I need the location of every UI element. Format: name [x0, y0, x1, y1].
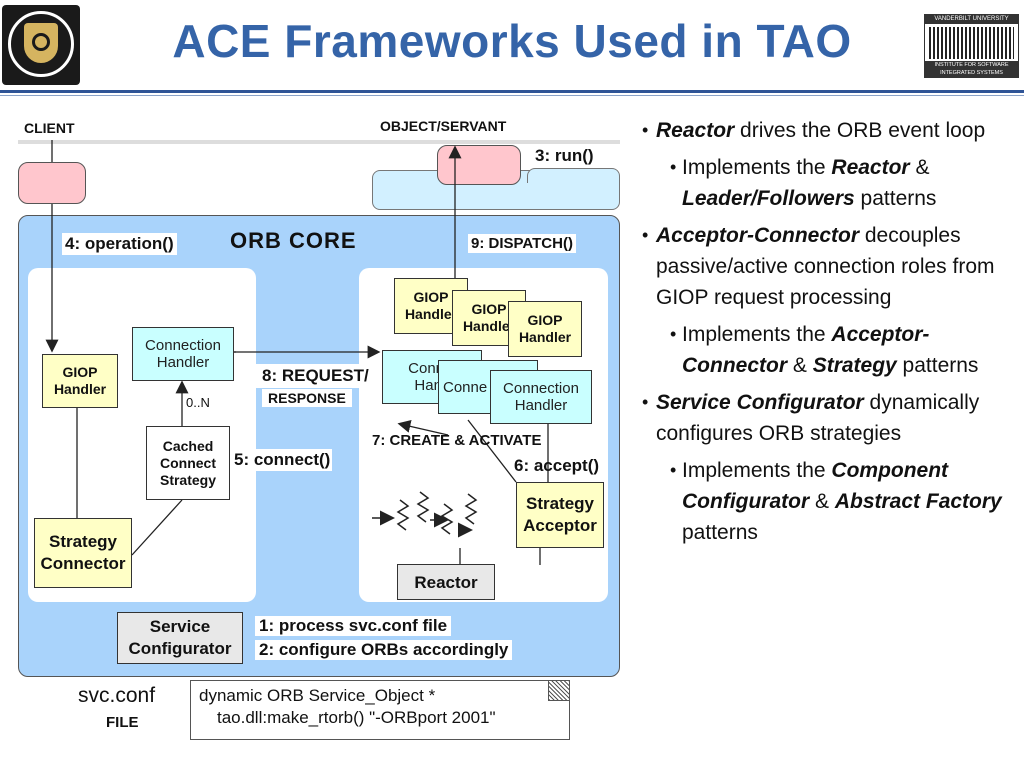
- accept-step-label: 6: accept(): [514, 456, 600, 475]
- process-svc-conf-step: 1: process svc.conf file: [255, 616, 452, 636]
- strategy-connector: Strategy Connector: [34, 518, 132, 588]
- header-rule: [0, 90, 1024, 93]
- connect-step-label: 5: connect(): [232, 449, 333, 471]
- operation-step-label: 4: operation(): [62, 233, 177, 255]
- subbullet-acceptor-connector: Implements the Acceptor-Connector & Stra…: [640, 319, 1016, 381]
- servant-label: OBJECT/SERVANT: [380, 118, 507, 134]
- strategy-acceptor: Strategy Acceptor: [516, 482, 604, 548]
- svc-conf-label: svc.conf: [78, 684, 156, 707]
- conf-line-1: dynamic ORB Service_Object *: [199, 686, 436, 705]
- run-step-label: 3: run(): [535, 146, 594, 165]
- slide-title: ACE Frameworks Used in TAO: [172, 15, 852, 67]
- reactor-box: Reactor: [397, 564, 495, 600]
- dispatch-step-label: 9: DISPATCH(): [468, 234, 576, 253]
- orb-core-title: ORB CORE: [230, 228, 357, 253]
- file-label: FILE: [106, 714, 139, 731]
- conf-line-2: tao.dll:make_rtorb() "-ORBport 2001": [217, 708, 496, 727]
- connection-handler-client: Connection Handler: [132, 327, 234, 381]
- servant-region-tab: [527, 168, 620, 183]
- multiplicity-label: 0..N: [186, 395, 210, 410]
- cached-connect-strategy: Cached Connect Strategy: [146, 426, 230, 500]
- isis-logo: VANDERBILT UNIVERSITY INSTITUTE FOR SOFT…: [924, 14, 1019, 78]
- create-activate-label: 7: CREATE & ACTIVATE: [372, 432, 542, 449]
- request-step-label: 8: REQUEST/: [256, 364, 375, 388]
- diagram-connectors: [45, 140, 549, 565]
- svc-conf-file-contents: dynamic ORB Service_Object * tao.dll:mak…: [190, 680, 570, 740]
- giop-handler-server-3: GIOP Handler: [508, 301, 582, 357]
- bullet-list: Reactor drives the ORB event loop Implem…: [640, 115, 1016, 554]
- giop-handler-client: GIOP Handler: [42, 354, 118, 408]
- service-configurator-box: Service Configurator: [117, 612, 243, 664]
- file-dogear-icon: [548, 681, 569, 701]
- vanderbilt-seal-logo: [2, 5, 80, 85]
- bullet-reactor: Reactor drives the ORB event loop: [640, 115, 1016, 146]
- client-object: [18, 162, 86, 204]
- subbullet-reactor: Implements the Reactor & Leader/Follower…: [640, 152, 1016, 214]
- response-label: RESPONSE: [262, 389, 352, 407]
- client-divider: [18, 140, 620, 144]
- configure-orbs-step: 2: configure ORBs accordingly: [255, 640, 513, 660]
- bullet-service-configurator: Service Configurator dynamically configu…: [640, 387, 1016, 449]
- subbullet-service-configurator: Implements the Component Configurator & …: [640, 455, 1016, 548]
- client-label: CLIENT: [24, 120, 75, 136]
- bullet-acceptor-connector: Acceptor-Connector decouples passive/act…: [640, 220, 1016, 313]
- connection-handler-server-3: Connection Handler: [490, 370, 592, 424]
- header-rule-thin: [0, 95, 1024, 96]
